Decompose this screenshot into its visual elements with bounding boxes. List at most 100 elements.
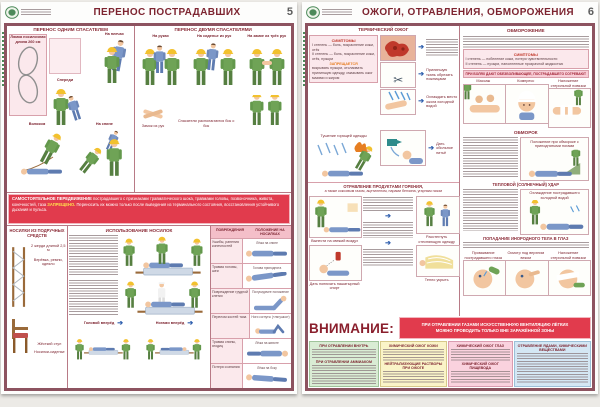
position-figure-icon	[245, 373, 288, 383]
direction-arrow-icon: ➔	[117, 319, 124, 327]
caption-massage: Массаж	[476, 79, 491, 84]
table-row: Травма головы, шеи Голова приподнята	[211, 263, 291, 288]
symptoms-title: СИМПТОМЫ	[331, 37, 356, 43]
attention-banner: ВНИМАНИЕ: ПРИ ОТРАВЛЕНИИ ГАЗАМИ ИСКУССТВ…	[309, 317, 591, 339]
box-title: ХИМИЧЕСКИЙ ОЖОГ КОЖИ	[388, 344, 438, 348]
attention-line2: МОЖНО ПРОВОДИТЬ ТОЛЬКО ВНЕ ЗАРАЖЁННОЙ ЗО…	[435, 328, 555, 333]
strap-caption: Лямка носилочная длина 260 см	[10, 35, 46, 44]
position-cell: Лёжа на боку	[257, 366, 277, 371]
caption-compress: Компресс	[517, 79, 535, 84]
publisher-emblem-icon	[5, 5, 19, 19]
label-poles: 2 жерди длиной 2,5 м	[31, 243, 66, 253]
caption-cut-clothes: Прилипшую ткань обрезать ножницами	[426, 68, 453, 82]
seat-of-hands-illustration	[193, 42, 236, 85]
page5-header: ПЕРЕНОС ПОСТРАДАВШИХ 5	[1, 2, 297, 22]
caption-ammonia: Дать понюхать нашатырный спирт	[309, 281, 360, 291]
head-first-illustration	[75, 339, 131, 360]
box-subtitle: ХИМИЧЕСКИЙ ОЖОГ ПИЩЕВОДА	[461, 362, 499, 371]
eye-text	[462, 241, 589, 250]
step-arrow-icon: ➔	[418, 71, 425, 79]
scene-carry-front: Спереди	[49, 78, 81, 129]
position-figure-icon	[247, 350, 288, 357]
caption-three-hand-lock: На замке из трёх рук	[247, 33, 287, 38]
section-poisoning: Вынести на свежий воздух Дать понюхать н…	[308, 195, 460, 316]
position-figure-icon	[254, 295, 288, 311]
scene-carry-shoulder: На плечах	[96, 32, 132, 87]
thermal-step-3: ➔ Охлаждать место ожога холодной водой	[380, 88, 458, 115]
caption-heatstroke: Охлаждение пострадавшего холодной водой	[529, 191, 580, 200]
stretcher-use-text-2	[69, 279, 118, 316]
strap-diagram: Лямка носилочная длина 260 см	[9, 34, 47, 116]
scene-drag: Волоком	[9, 122, 65, 181]
eye-wash-illustration	[462, 260, 507, 297]
caption-on-hands: На руках	[152, 33, 169, 38]
banner-body: пострадавшего с признаками травматическо…	[12, 196, 274, 207]
side-by-side-illustration	[250, 94, 282, 125]
thermal-step-1: ➔	[380, 34, 458, 61]
eyelid-check-illustration	[505, 260, 549, 297]
scissors-illustration: ✂	[380, 61, 417, 88]
cooling-water-illustration	[380, 88, 417, 115]
two-hands-illustration	[142, 44, 180, 85]
box-subtitle: НЕЙТРАЛИЗУЮЩИЕ РАСТВОРЫ ПРИ ОЖОГЕ	[384, 362, 443, 371]
step-arrow-icon: ➔	[385, 239, 391, 247]
injury-cell: Травма головы, шеи	[211, 264, 243, 288]
scene-carry-back: На спине	[76, 122, 132, 181]
scissors-icon: ✂	[393, 72, 404, 87]
box-chemical-eye-burn: ХИМИЧЕСКИЙ ОЖОГ ГЛАЗ ХИМИЧЕСКИЙ ОЖОГ ПИЩ…	[447, 341, 513, 387]
caption-on-shoulders: На плечах	[104, 32, 124, 36]
publisher-emblem-icon	[306, 5, 320, 19]
poisoning-heading: ОТРАВЛЕНИЕ ПРОДУКТАМИ ГОРЕНИЯ, а также к…	[308, 183, 459, 195]
label-seat-stretcher: Носилки-сиденье	[34, 350, 65, 355]
caption-unbutton: Расстегнуть стесняющую одежду	[418, 234, 455, 244]
thermal-step-4: ➔ Дать обильное питьё	[380, 116, 457, 181]
page5-number: 5	[286, 6, 293, 18]
eye-bandage-illustration	[547, 260, 592, 297]
page6-frame: ТЕРМИЧЕСКИЙ ОЖОГ СИМПТОМЫ I степень — бо…	[305, 23, 595, 391]
position-cell: Голова приподнята	[252, 266, 282, 271]
box-poison-chemicals: ОТРАВЛЕНИЕ ЯДАМИ, ХИМИЧЕСКИМИ ВЕЩЕСТВАМИ	[513, 341, 591, 387]
box-title: ОТРАВЛЕНИЕ ЯДАМИ, ХИМИЧЕСКИМИ ВЕЩЕСТВАМИ	[517, 344, 587, 353]
poster-page-carrying: ПЕРЕНОС ПОСТРАДАВШИХ 5 ПЕРЕНОС ОДНИМ СПА…	[1, 2, 297, 394]
position-cell: Ноги согнуты («лягушка»)	[251, 314, 290, 319]
box-text	[516, 353, 588, 384]
caption-cover-warm: Тепло укрыть	[424, 278, 449, 283]
scene-sterile-bandage: Наложение стерильной повязки	[547, 79, 592, 129]
forbidden-text: вскрывать пузыри, отслаивать прилипшую о…	[312, 66, 373, 80]
frostbite-note: ПРИ БОЛЯХ ДАЮТ ОБЕЗБОЛИВАЮЩЕЕ, ПОСТРАДАВ…	[462, 70, 589, 79]
table-header-injuries: ПОВРЕЖДЕНИЯ	[216, 228, 244, 232]
two-rescuers-heading: ПЕРЕНОС ДВУМЯ СПАСАТЕЛЯМИ	[174, 27, 252, 32]
massage-illustration	[462, 83, 507, 124]
caption-hand-lock: Замок из рук	[141, 123, 165, 128]
caption-cool-water: Охлаждать место ожога холодной водой	[426, 95, 458, 109]
faint-position-illustration	[528, 148, 581, 177]
carry-back-illustration	[78, 128, 123, 176]
scene-eye-bandage: Наложение стерильной повязки	[547, 251, 592, 315]
strap-loop-icon	[17, 46, 39, 104]
step-arrow-icon: ➔	[428, 144, 435, 152]
caption-seat-of-hands: На сиденье из рук	[197, 33, 232, 38]
bandage-illustration	[547, 88, 592, 129]
attention-label: ВНИМАНИЕ:	[309, 320, 394, 336]
thermal-heading: ТЕРМИЧЕСКИЙ ОЖОГ	[358, 27, 409, 32]
step-arrow-icon: ➔	[418, 98, 425, 106]
hand-lock-icon	[143, 109, 163, 119]
carrying-with-medic-illustration	[125, 281, 203, 315]
scene-compress: Компресс	[505, 79, 549, 129]
hand-lock-diagram: Замок из рук	[140, 104, 166, 129]
burn-skin-illustration	[380, 34, 417, 61]
thermal-step-text	[426, 38, 458, 57]
table-row: Перелом костей таза Ноги согнуты («лягуш…	[211, 313, 291, 338]
poisoning-text-2	[363, 221, 413, 238]
box-text	[312, 349, 376, 360]
attention-text-box: ПРИ ОТРАВЛЕНИИ ГАЗАМИ ИСКУССТВЕННУЮ ВЕНТ…	[399, 317, 591, 339]
section-improvised-stretchers: НОСИЛКИ ИЗ ПОДРУЧНЫХ СРЕДСТВ 2 жерди дли…	[7, 226, 68, 388]
position-figure-icon	[254, 320, 288, 336]
prohibition-banner: САМОСТОЯТЕЛЬНОЕ ПЕРЕДВИЖЕНИЕ пострадавше…	[8, 194, 290, 224]
position-cell: Полусидячее положение	[252, 289, 289, 294]
box-text	[312, 365, 376, 384]
page6-header: ОЖОГИ, ОТРАВЛЕНИЯ, ОБМОРОЖЕНИЯ 6	[302, 2, 598, 22]
degree-1: I степень — побеление кожи, потеря чувст…	[465, 57, 558, 62]
label-chair: Жёсткий стул	[37, 341, 62, 346]
frostbite-symptoms-box: СИМПТОМЫ I степень — побеление кожи, пот…	[462, 48, 589, 70]
